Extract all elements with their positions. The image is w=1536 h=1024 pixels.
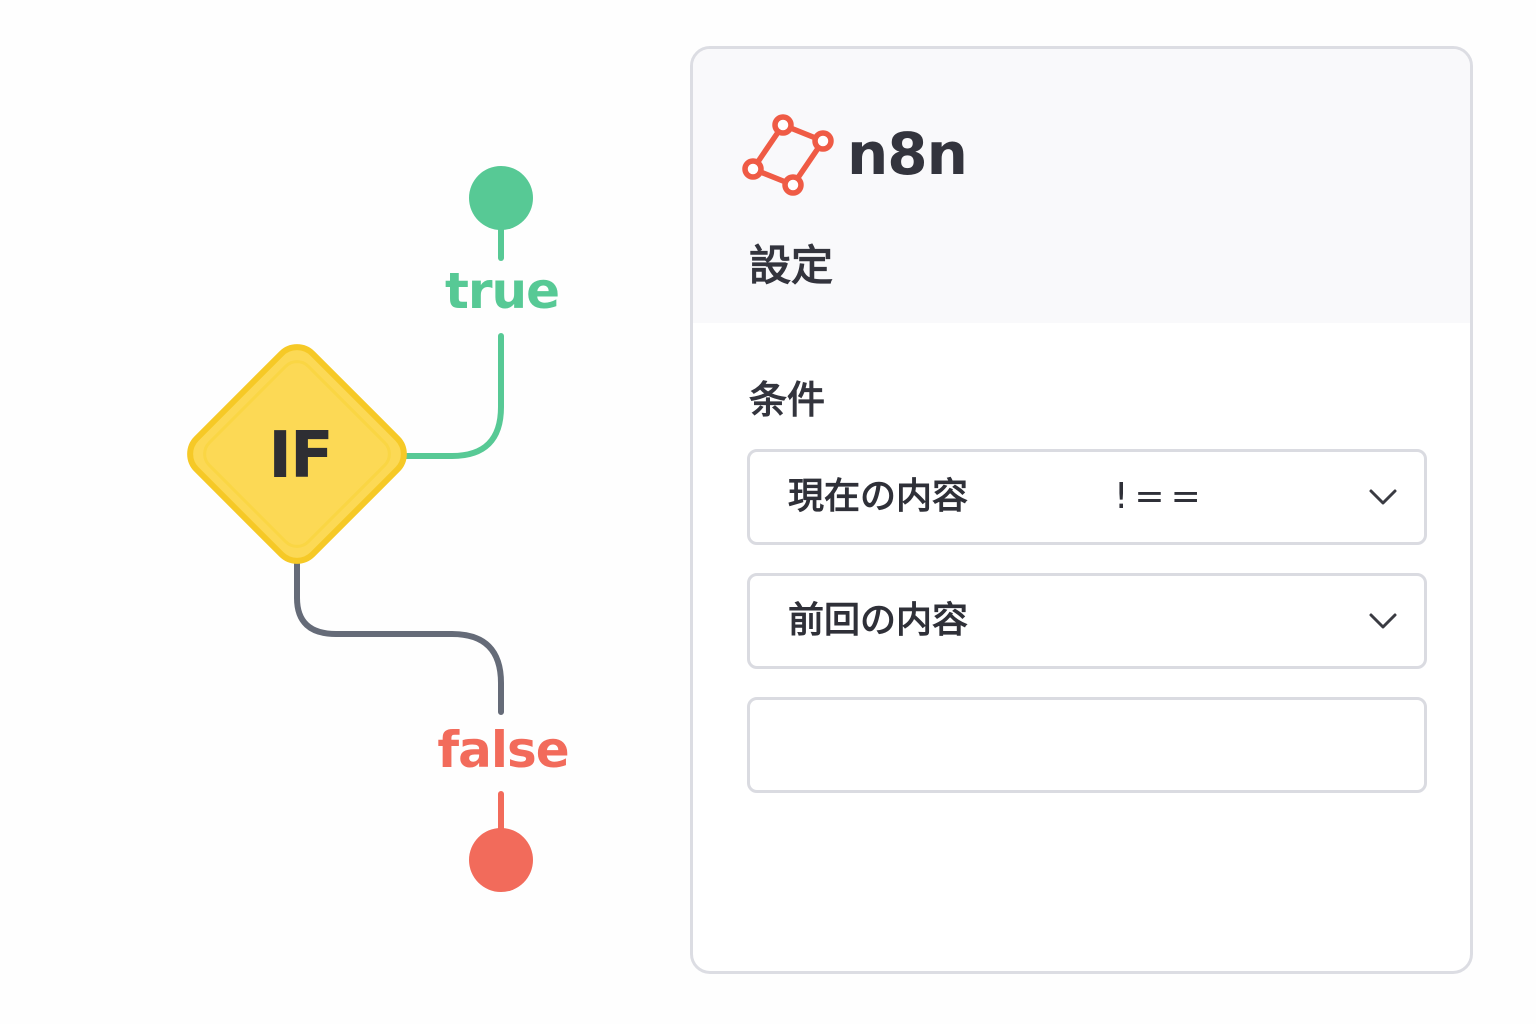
false-branch-edge[interactable] [294, 559, 504, 715]
condition-extra-field[interactable] [747, 697, 1427, 793]
flow-canvas: IF true false [0, 0, 680, 1024]
brand-name: n8n [847, 120, 968, 188]
condition-right-select[interactable]: 前回の内容 [747, 573, 1427, 669]
if-node-label: IF [268, 419, 334, 493]
n8n-logo-icon [742, 114, 834, 196]
false-output-node[interactable] [469, 828, 533, 892]
panel-header: n8n 設定 [693, 49, 1470, 323]
true-output-node[interactable] [469, 166, 533, 230]
false-branch-label: false [437, 721, 569, 779]
true-branch-edge[interactable] [402, 333, 504, 459]
flow-graph [181, 166, 533, 892]
settings-title: 設定 [749, 241, 834, 290]
condition-extra-input[interactable] [750, 700, 1424, 790]
condition-operator: !== [1114, 476, 1207, 517]
condition-label: 条件 [749, 378, 826, 422]
true-branch-label: true [444, 262, 560, 320]
brand: n8n [737, 109, 968, 199]
if-node[interactable] [181, 338, 413, 570]
condition-left-select[interactable]: 現在の内容 !== [747, 449, 1427, 545]
condition-right-value: 前回の内容 [788, 600, 969, 641]
chevron-down-icon[interactable] [1368, 488, 1398, 506]
settings-panel: n8n 設定 条件 現在の内容 !== 前回の内容 [690, 46, 1473, 974]
chevron-down-icon[interactable] [1368, 612, 1398, 630]
condition-left-value: 現在の内容 [788, 476, 969, 517]
